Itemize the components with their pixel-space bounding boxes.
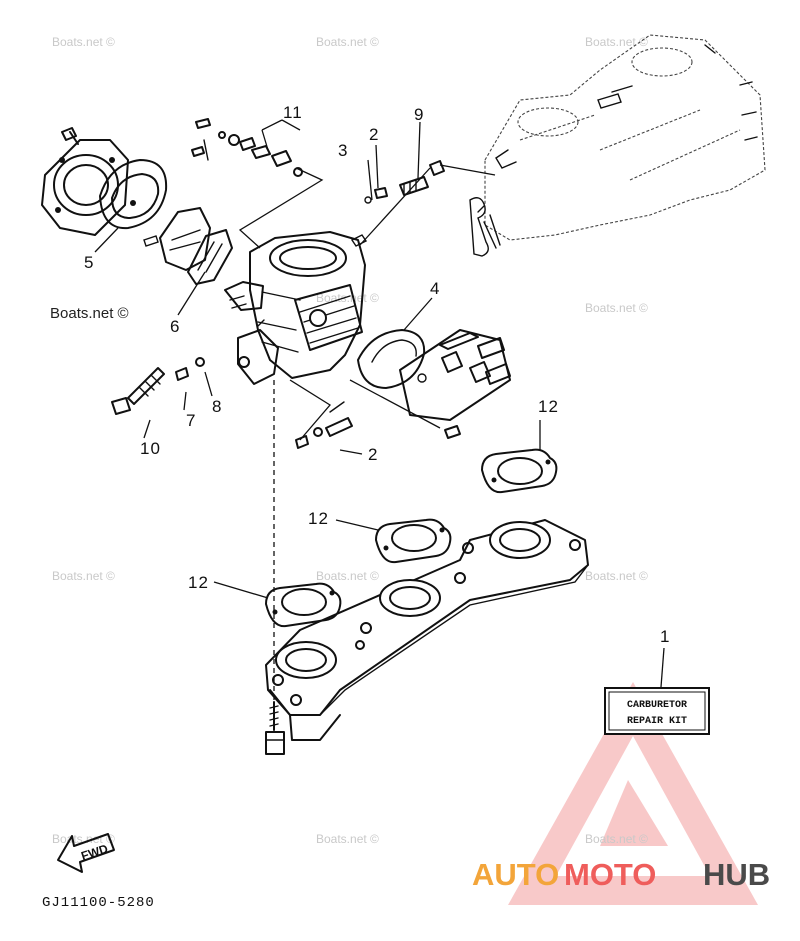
callout-12-left: 12	[188, 573, 209, 592]
callout-12-middle: 12	[308, 509, 329, 528]
watermark: Boats.net ©	[50, 305, 129, 322]
leader-lines	[94, 119, 665, 701]
phantom-carburetor-bank	[469, 34, 766, 257]
carburetor-repair-kit-box: CARBURETOR REPAIR KIT	[604, 687, 710, 735]
plate-4	[357, 329, 511, 439]
callout-9: 9	[414, 105, 424, 124]
callout-12-right: 12	[538, 397, 559, 416]
callout-numbers: 11 3 2 9 5 6 4 7 8 10 2 12 12 12 1	[84, 103, 670, 646]
callout-11: 11	[283, 103, 303, 122]
callout-2: 2	[369, 125, 379, 144]
automotohub-logo: AUTO MOTO HUB	[472, 857, 770, 892]
callout-4: 4	[430, 279, 440, 298]
kit-label-line1: CARBURETOR	[627, 700, 687, 711]
watermark: Boats.net ©	[585, 35, 648, 49]
pump-gasket-6	[143, 207, 233, 285]
logo-triangle	[508, 682, 758, 905]
pilot-jet-parts-2-3-9	[364, 160, 445, 204]
callout-3: 3	[338, 141, 348, 160]
watermark: Boats.net ©	[52, 35, 115, 49]
watermark: Boats.net ©	[316, 832, 379, 846]
diagram-code: GJ11100-5280	[42, 895, 155, 911]
callout-7: 7	[186, 411, 196, 430]
callout-6: 6	[170, 317, 180, 336]
callout-10: 10	[140, 439, 161, 458]
kit-label-line2: REPAIR KIT	[627, 716, 687, 727]
watermark: Boats.net ©	[316, 35, 379, 49]
gasket-12-left	[265, 582, 342, 628]
jet-parts-2-lower	[295, 401, 353, 449]
gasket-12-middle	[375, 518, 452, 564]
needle-valve-parts-11	[191, 118, 303, 177]
pump-cover-diaphragm-5	[41, 127, 168, 236]
watermark: Boats.net ©	[585, 301, 648, 315]
logo-part-auto: AUTO	[472, 857, 559, 892]
watermark: Boats.net ©	[316, 569, 379, 583]
callout-1: 1	[660, 627, 670, 646]
callout-2-lower: 2	[368, 445, 378, 464]
carburetor-body	[224, 231, 368, 379]
callout-8: 8	[212, 397, 222, 416]
mixture-screw-parts-7-8-10	[111, 319, 279, 415]
callout-5: 5	[84, 253, 94, 272]
gasket-12-right	[481, 448, 558, 494]
logo-part-hub: HUB	[703, 857, 770, 892]
watermark: Boats.net ©	[585, 569, 648, 583]
watermark: Boats.net ©	[316, 291, 379, 305]
watermark: Boats.net ©	[52, 569, 115, 583]
manifold-bolt	[265, 701, 285, 755]
watermark: Boats.net ©	[585, 832, 648, 846]
intake-manifold	[265, 519, 589, 741]
logo-part-moto: MOTO	[564, 857, 656, 892]
